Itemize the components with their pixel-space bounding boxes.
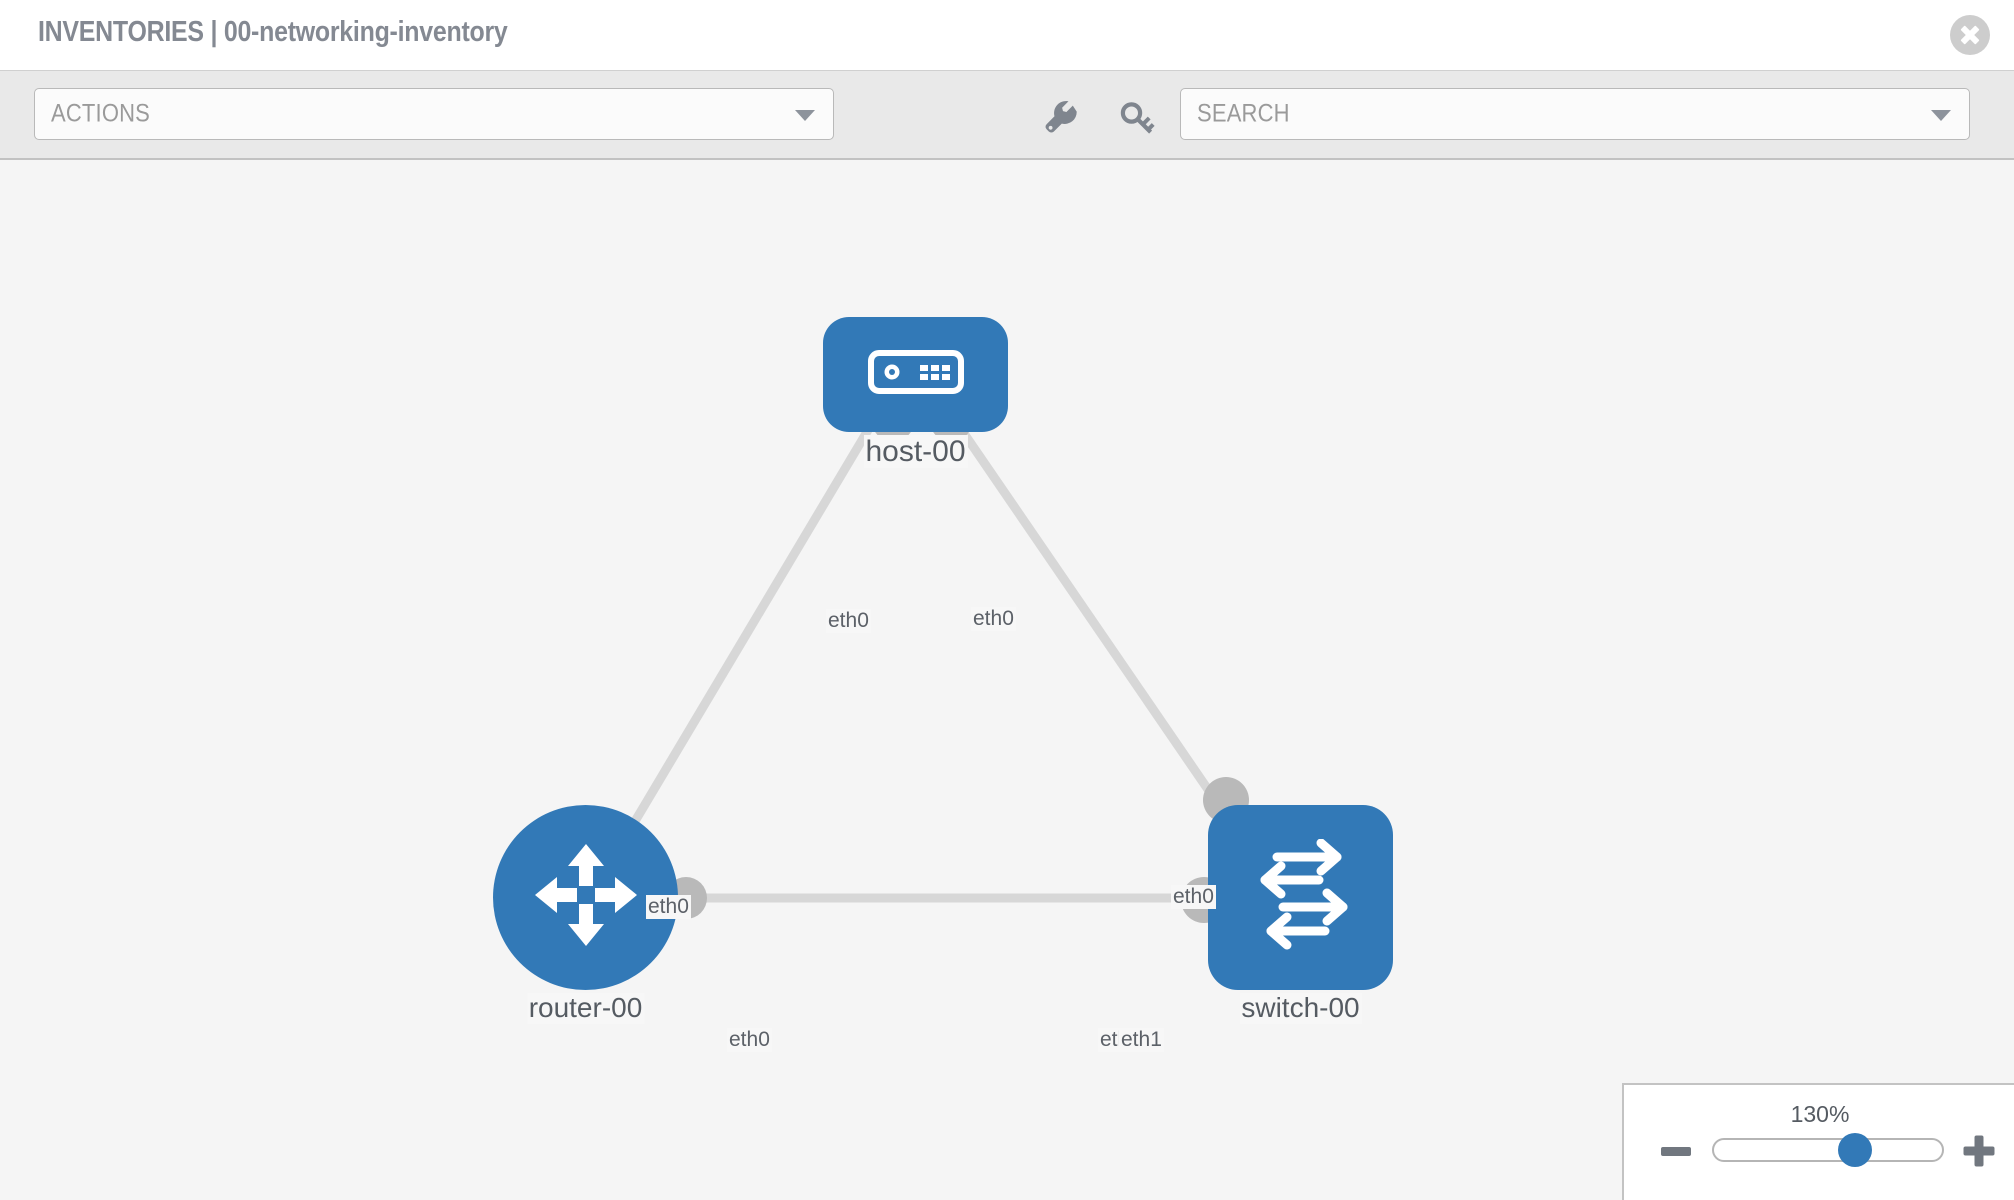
node-host-00[interactable]: host-00 [823, 317, 1008, 468]
node-host-00-label: host-00 [863, 435, 968, 468]
actions-dropdown[interactable]: ACTIONS [34, 88, 834, 140]
topology-links [596, 407, 1274, 903]
zoom-slider[interactable] [1712, 1133, 1944, 1167]
actions-dropdown-label: ACTIONS [51, 99, 151, 128]
search-input-placeholder: SEARCH [1197, 99, 1290, 128]
wrench-icon[interactable] [1043, 99, 1083, 139]
node-switch-00-label: switch-00 [1239, 992, 1362, 1024]
toolbar: ACTIONS SEARCH [0, 70, 2014, 160]
zoom-in-button[interactable] [1963, 1135, 1994, 1166]
iface-label-router-right: eth0 [727, 1028, 772, 1053]
node-host-00-shape [823, 317, 1008, 432]
node-router-00-label: router-00 [526, 992, 645, 1024]
link-host-router [596, 407, 884, 883]
window-header: INVENTORIES | 00-networking-inventory [0, 0, 2014, 70]
node-switch-00-shape [1208, 805, 1393, 990]
iface-label-router-up: eth0 [646, 895, 691, 920]
page-title: INVENTORIES | 00-networking-inventory [38, 16, 508, 48]
search-dropdown[interactable]: SEARCH [1180, 88, 1970, 140]
iface-label-host-left: eth0 [826, 609, 871, 634]
zoom-level-label: 130% [1790, 1101, 1850, 1127]
server-icon [867, 350, 964, 399]
chevron-down-icon [1931, 110, 1951, 121]
zoom-slider-handle[interactable] [1838, 1133, 1873, 1167]
close-icon[interactable] [1950, 15, 1990, 55]
zoom-out-button[interactable] [1661, 1147, 1691, 1156]
router-icon [527, 836, 645, 959]
plus-icon-horizontal [1963, 1146, 1994, 1155]
chevron-down-icon [795, 110, 815, 121]
iface-label-host-right: eth0 [971, 607, 1016, 632]
topology-canvas[interactable]: eth0 eth0 eth0 eth0 eth0 eth0 eth1 h [0, 160, 2014, 1200]
key-icon[interactable] [1117, 99, 1157, 139]
iface-label-switch-up: eth0 [1171, 885, 1216, 910]
switch-icon [1245, 838, 1357, 956]
zoom-control-panel: 130% [1622, 1083, 2014, 1200]
node-switch-00[interactable]: switch-00 [1208, 805, 1393, 1024]
iface-label-switch-left-b: eth1 [1119, 1028, 1164, 1053]
